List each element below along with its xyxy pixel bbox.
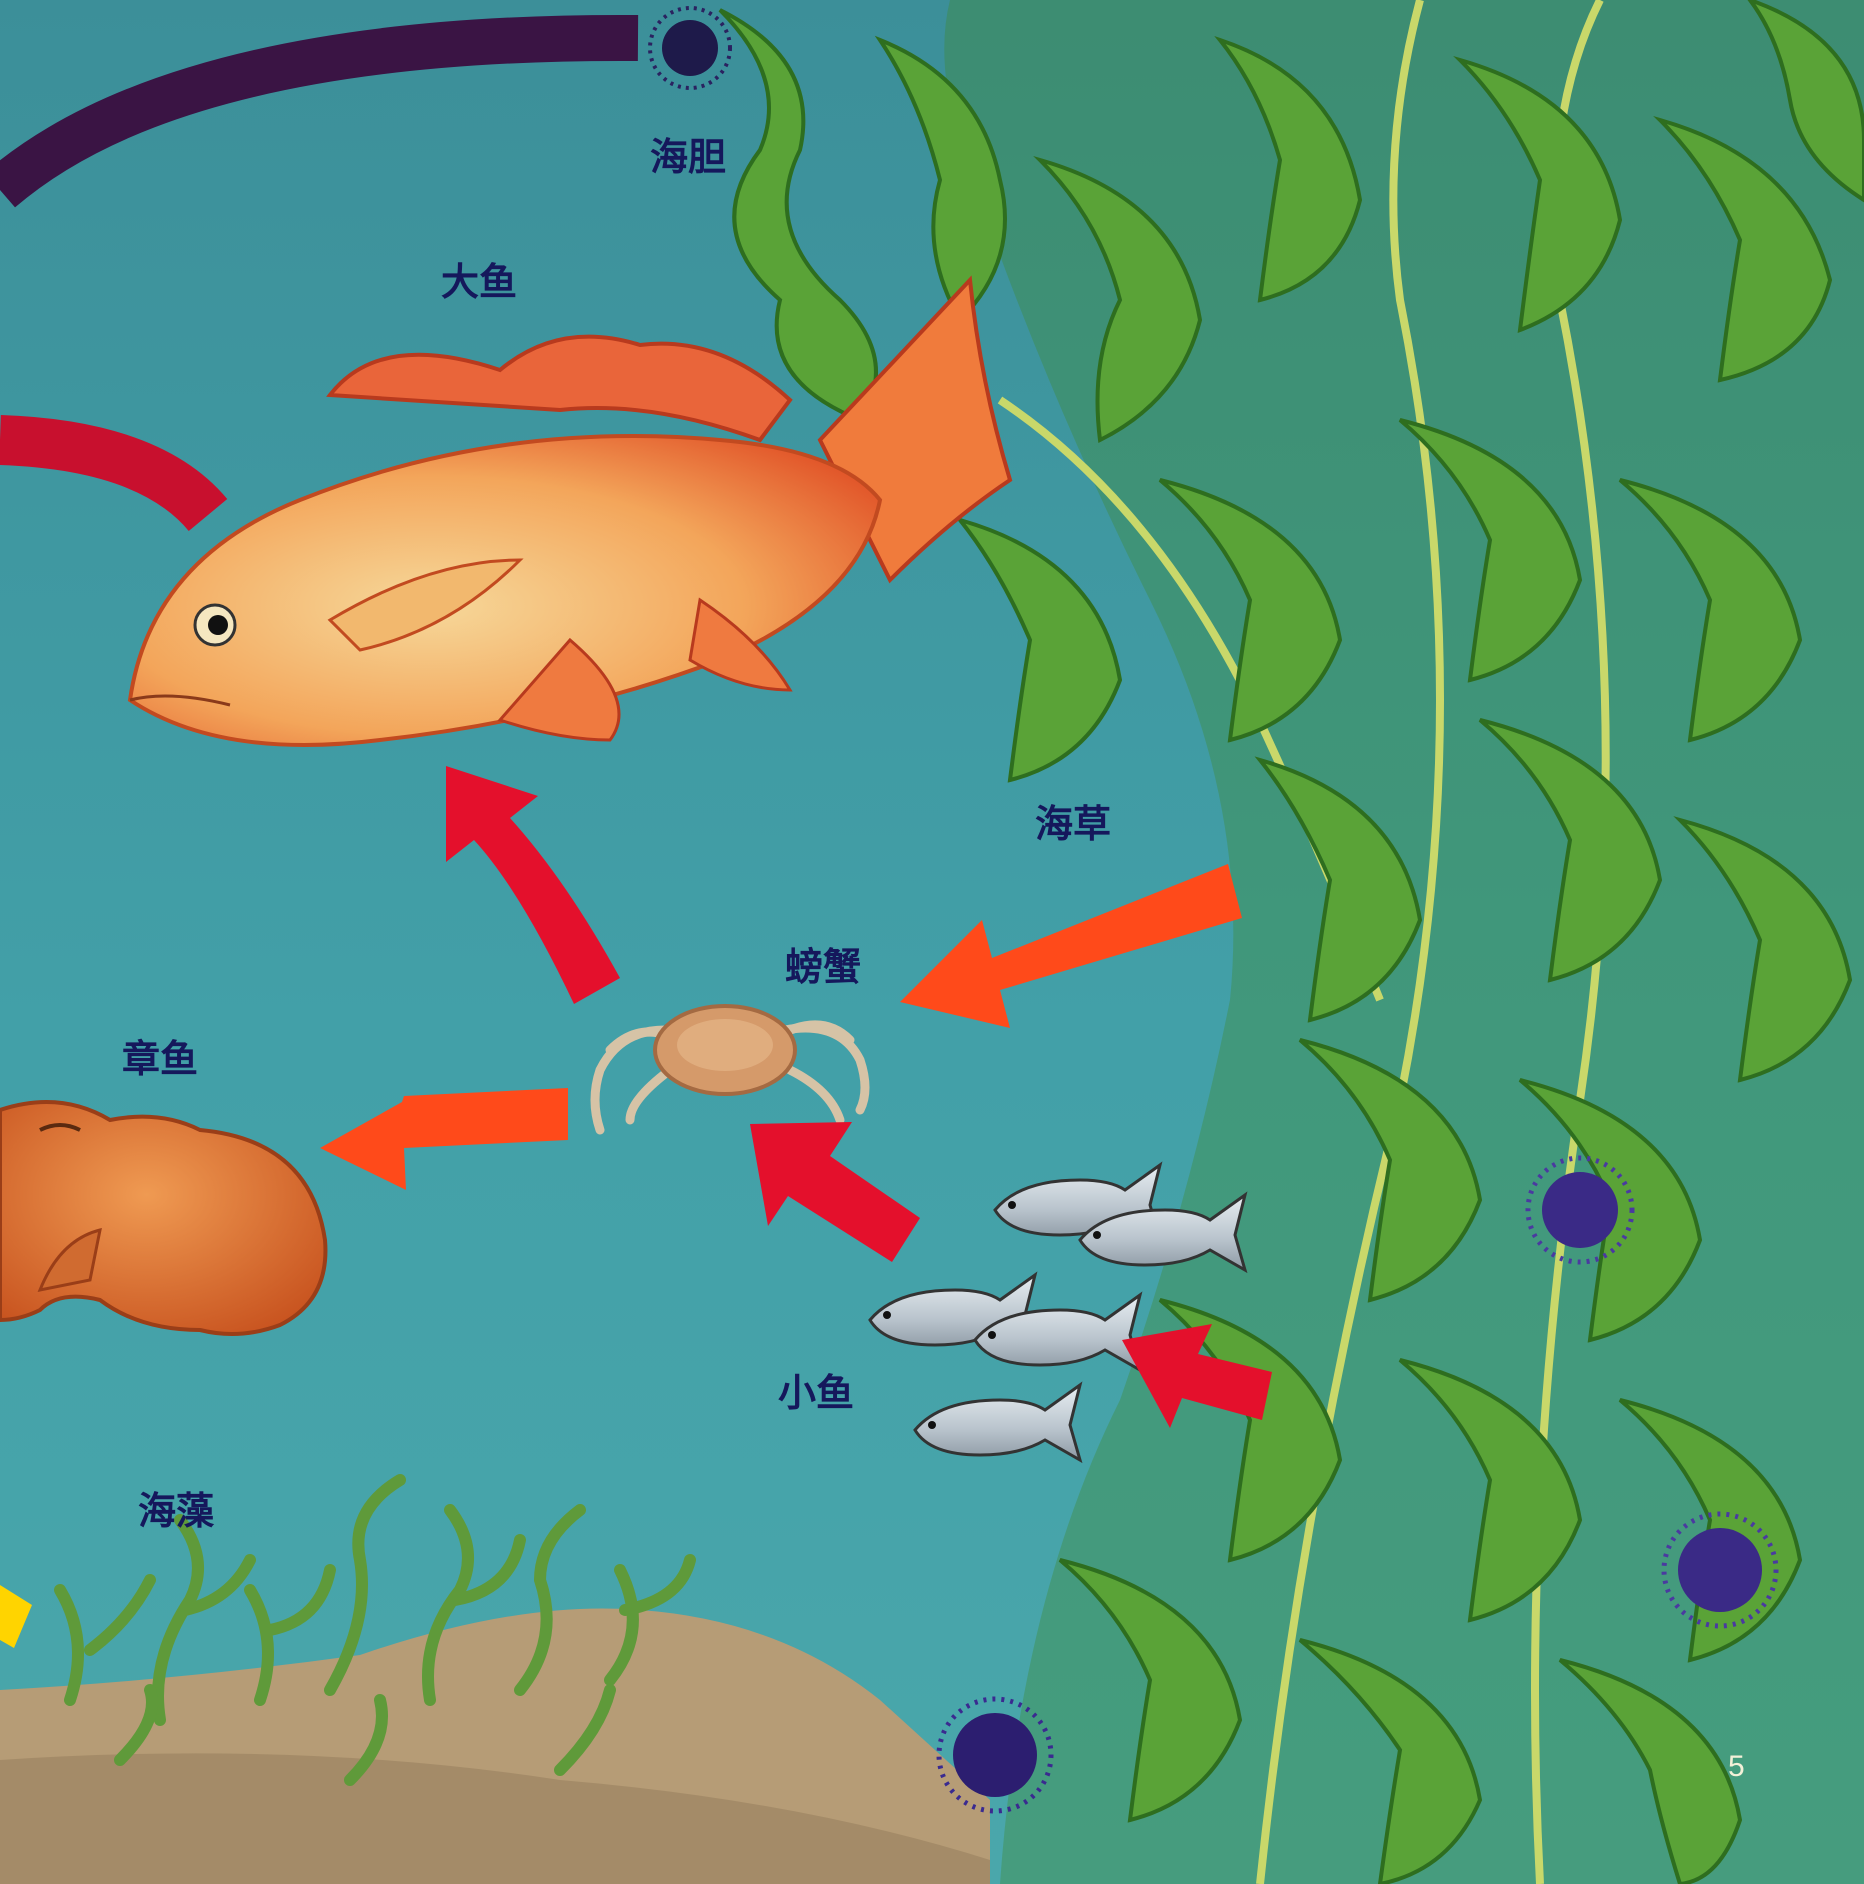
label-kelp: 海草 <box>1035 805 1111 843</box>
label-crab: 螃蟹 <box>785 948 861 986</box>
page-number: 5 <box>1728 1752 1745 1782</box>
label-sea-urchin: 海胆 <box>650 138 726 176</box>
label-octopus: 章鱼 <box>122 1040 198 1078</box>
label-seaweed: 海藻 <box>138 1492 214 1530</box>
label-small-fish: 小鱼 <box>778 1374 854 1412</box>
label-big-fish: 大鱼 <box>441 263 517 301</box>
